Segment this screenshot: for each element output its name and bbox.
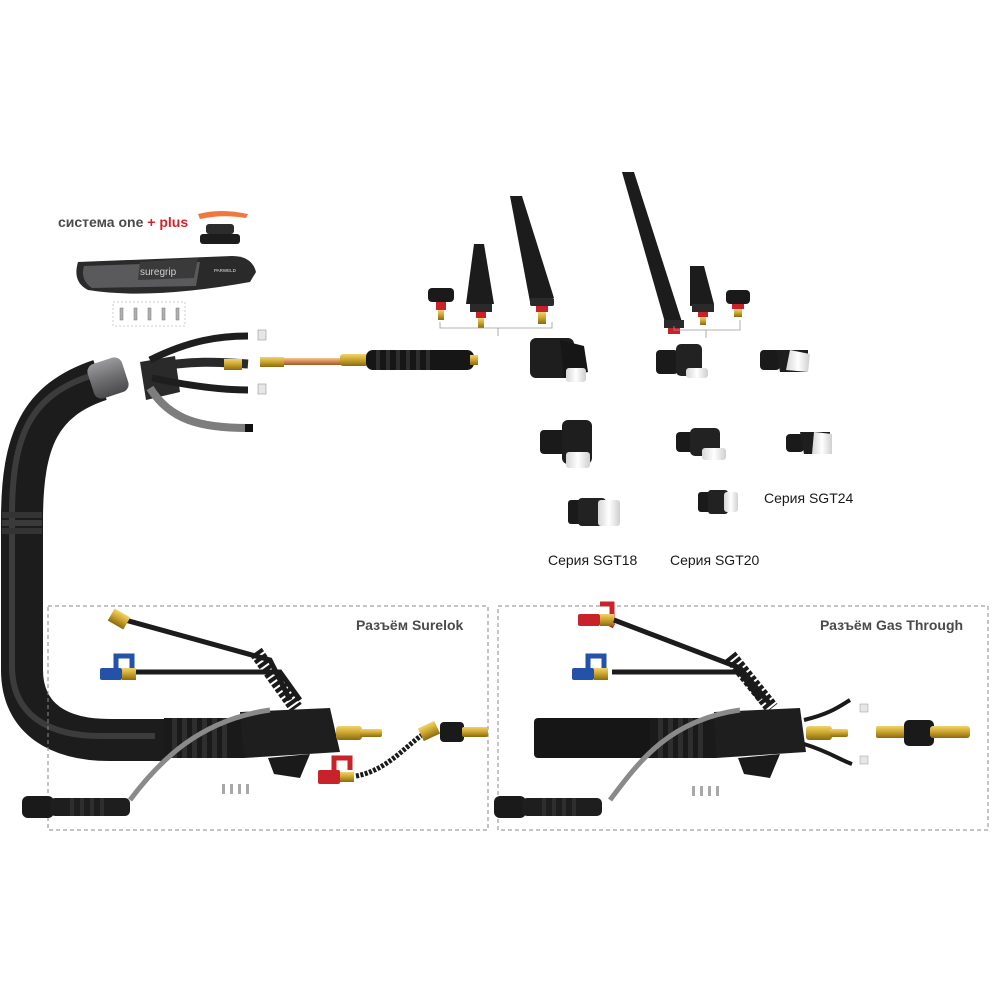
head-sgt24-flex-small — [786, 432, 832, 454]
connector-label-gas-through: Разъём Gas Through — [820, 617, 964, 633]
head-sgt18-angled — [530, 338, 588, 382]
head-sgt20-straight — [698, 490, 738, 514]
gas-through-panel-frame — [497, 605, 989, 831]
connector-lines-right — [673, 320, 741, 338]
gas-through-adapter — [876, 720, 970, 746]
gas-through-assembly — [494, 601, 970, 818]
red-gas-tap-surelok — [318, 755, 354, 784]
head-sgt24-flex — [760, 350, 810, 372]
collet-body-small-right — [726, 290, 750, 317]
handle: suregrip PARWELD — [76, 256, 256, 294]
surelok-adapter — [318, 720, 488, 784]
control-plug-surelok — [22, 796, 130, 818]
torch-leads — [146, 332, 253, 432]
gas-through-spiral — [724, 651, 778, 713]
red-gas-tap-gas-through — [578, 601, 616, 629]
handle-badge-text: PARWELD — [214, 268, 237, 273]
nozzle-short-right — [690, 266, 714, 325]
orange-part — [198, 211, 248, 219]
handle-screws — [119, 307, 180, 321]
control-plug-gas-through — [494, 796, 602, 818]
main-hose — [1, 360, 165, 761]
head-sgt18-right-angle — [540, 420, 592, 468]
system-title-prefix: система one — [58, 214, 144, 230]
collet-body-small-left — [428, 288, 454, 320]
surelok-panel-frame — [47, 605, 489, 831]
nozzle-long-left — [510, 196, 554, 324]
head-sgt24-straight — [656, 344, 708, 378]
nozzle-short-left — [466, 244, 494, 328]
screw-group-frame — [112, 301, 186, 327]
surelok-screws — [222, 784, 249, 794]
system-title-plus: + plus — [147, 214, 189, 230]
lead-fittings — [224, 329, 267, 395]
surelok-spiral — [250, 647, 302, 713]
torch-body-assembly — [260, 350, 478, 370]
hose-ring — [2, 512, 42, 534]
handle-brand-text: suregrip — [140, 267, 177, 278]
head-sgt20-angled — [676, 428, 726, 460]
series-label-sgt20: Серия SGT20 — [670, 552, 760, 568]
blue-gas-tap-gas-through — [572, 653, 608, 680]
series-label-sgt18: Серия SGT18 — [548, 552, 638, 568]
surelok-assembly — [22, 608, 488, 818]
system-title: система one + plus — [58, 214, 188, 230]
series-label-sgt24: Серия SGT24 — [764, 490, 854, 506]
head-sgt18-straight — [568, 498, 620, 526]
blue-gas-tap-surelok — [100, 653, 136, 680]
connector-lines-left — [439, 322, 553, 336]
handle-cap — [200, 224, 240, 244]
nozzle-extra-long-right — [622, 172, 684, 334]
gas-through-screws — [692, 786, 719, 796]
connector-label-surelok: Разъём Surelok — [356, 617, 464, 633]
